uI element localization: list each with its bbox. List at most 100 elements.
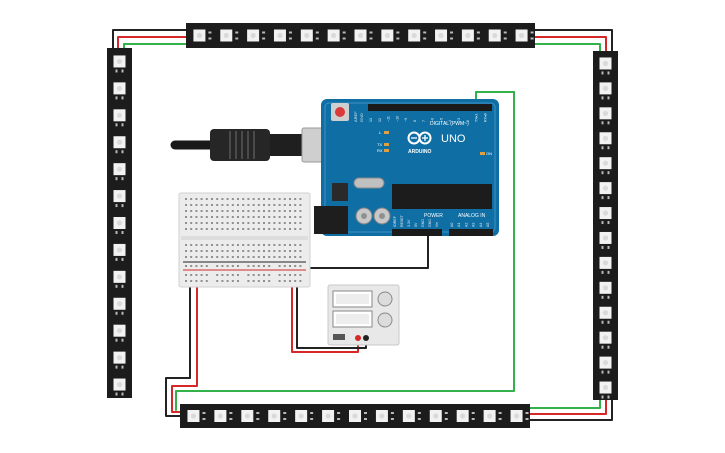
terminal-positive <box>355 335 361 341</box>
strip-left-led <box>113 324 126 342</box>
strip-top-led <box>515 29 534 42</box>
strip-right-led <box>599 82 612 100</box>
strip-bottom-led <box>510 410 529 422</box>
led-strip-right <box>593 51 618 400</box>
pin-label: ~11 <box>387 116 391 122</box>
pin-label: A1 <box>457 223 461 227</box>
analog-header-label: ANALOG IN <box>458 213 486 219</box>
strip-top-led <box>247 29 266 42</box>
pin-label: GND <box>421 219 425 227</box>
pin-label: 4 <box>448 120 452 122</box>
dc-power-jack <box>314 206 348 234</box>
strip-bottom-led <box>349 410 367 422</box>
usb-plug-grip <box>229 131 255 159</box>
wire-black-top-left <box>112 29 191 53</box>
pin-label: ~6 <box>431 118 435 122</box>
strip-top-led <box>193 29 212 42</box>
pin-label: 7 <box>422 120 426 122</box>
power-header <box>392 229 442 236</box>
strip-right-led <box>599 182 612 200</box>
wire-red-bb-strip <box>171 273 198 413</box>
led-on <box>480 152 485 155</box>
usb-cable <box>170 127 341 163</box>
strip-bottom-led <box>268 410 287 422</box>
strip-top-led <box>354 29 373 42</box>
led-l <box>384 131 389 134</box>
pin-label: 3.3V <box>407 219 411 227</box>
arduino-brand: ARDUINO <box>408 149 431 155</box>
pin-label: RX◂0 <box>483 113 487 122</box>
strip-left-led <box>113 217 126 234</box>
wire-green-top-left <box>123 43 191 53</box>
strip-right-body <box>593 51 618 400</box>
strip-top-led <box>408 29 427 42</box>
pin-label: A3 <box>472 223 476 227</box>
wire-black-gnd-arduino <box>297 235 429 269</box>
strip-right-led <box>599 281 612 299</box>
pin-label: ~5 <box>439 118 443 122</box>
strip-left-led <box>113 163 126 181</box>
wire-red-bottom-right <box>527 399 607 415</box>
voltage-regulator <box>332 183 348 201</box>
strip-top-led <box>461 29 480 42</box>
wire-red-top-right <box>532 36 607 54</box>
wire-red-bb-supply <box>291 273 359 353</box>
pin-label: 2 <box>466 120 470 122</box>
usb-plug-body <box>210 129 270 161</box>
digital-header-label: DIGITAL (PWM~) <box>430 121 469 127</box>
strip-bottom-led <box>322 410 341 422</box>
strip-left-led <box>113 109 126 127</box>
strip-right-led <box>599 306 612 324</box>
strip-left-led <box>113 243 126 261</box>
pin-label: A5 <box>486 223 490 227</box>
pin-label: A0 <box>450 223 454 227</box>
on-label: ON <box>486 151 492 156</box>
crystal-oscillator <box>353 177 385 189</box>
strip-right-led <box>599 356 612 374</box>
led-rx <box>384 149 389 152</box>
gnd-label: GND <box>359 113 364 122</box>
led-tx-label: TX <box>377 142 382 147</box>
strip-top-led <box>327 29 346 42</box>
pin-label: 5V <box>414 222 418 227</box>
led-strip-left <box>107 48 132 398</box>
terminal-negative <box>363 335 369 341</box>
pin-label: 8 <box>413 120 417 122</box>
breadboard-channel <box>181 236 308 240</box>
pin-label: Vin <box>435 222 439 227</box>
strip-bottom-led <box>241 410 260 422</box>
breadboard-holes <box>185 198 302 282</box>
uno-label: UNO <box>441 133 466 145</box>
strip-top-led <box>273 29 292 42</box>
breadboard <box>178 192 311 288</box>
strip-top-led <box>435 29 454 42</box>
wire-black-bottom-right <box>527 399 613 421</box>
pin-label: ~3 <box>457 118 461 122</box>
strip-left-led <box>113 270 126 288</box>
pin-label: 12 <box>378 118 382 122</box>
digital-header <box>368 104 492 111</box>
wire-black-bb-strip <box>165 265 191 417</box>
strip-right-led <box>599 207 612 225</box>
strip-top-led <box>381 29 400 42</box>
reset-button-cap <box>335 107 345 117</box>
strip-left-led <box>113 136 126 154</box>
power-supply <box>327 284 400 346</box>
strip-right-led <box>599 231 612 249</box>
strip-right-led <box>599 331 612 349</box>
strip-left-led <box>113 351 126 369</box>
strip-bottom-led <box>402 410 421 422</box>
wire-green-bottom-right <box>527 399 601 409</box>
pin-label: GND <box>428 219 432 227</box>
strip-right-led <box>599 57 612 75</box>
arduino-logo <box>407 131 432 145</box>
output-switch <box>333 334 345 340</box>
current-display-digits <box>336 314 369 324</box>
wires <box>112 29 613 421</box>
pin-label: ~10 <box>395 116 399 122</box>
